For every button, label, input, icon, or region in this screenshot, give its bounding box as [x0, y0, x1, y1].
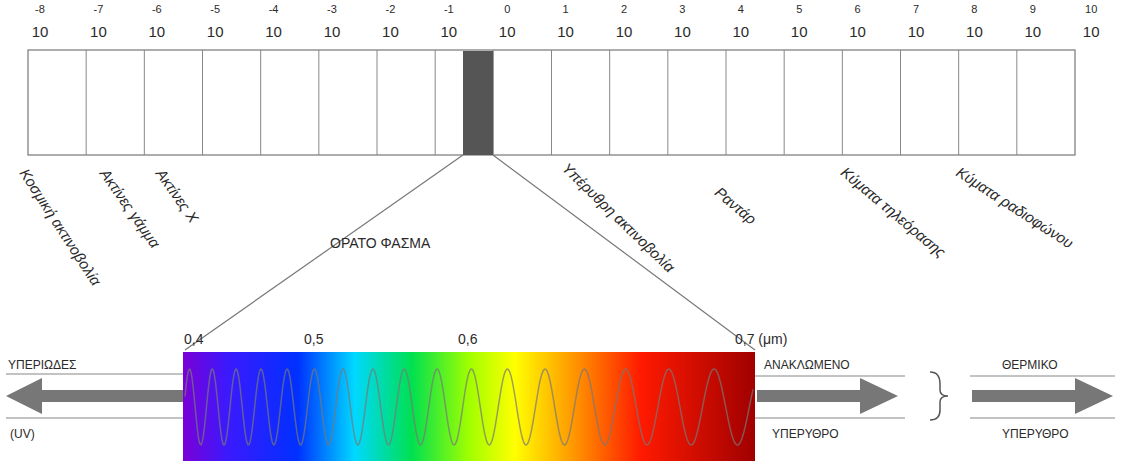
power-exponent: 6	[855, 4, 861, 15]
power-base: 10	[148, 24, 165, 39]
power-exponent: 3	[679, 4, 685, 15]
cell-divider	[551, 50, 552, 155]
power-base: 10	[732, 24, 749, 39]
uv-arrow	[6, 378, 183, 414]
cell-divider	[958, 50, 959, 155]
band-name: Κύματα τηλεόρασης	[838, 164, 948, 260]
power-exponent: -4	[269, 4, 279, 15]
wavelength-value: 0,4	[184, 332, 203, 346]
power-exponent: -3	[327, 4, 337, 15]
visible-band	[463, 51, 493, 155]
power-exponent: 1	[563, 4, 569, 15]
power-base: 10	[908, 24, 925, 39]
zoom-line	[493, 155, 755, 350]
power-exponent: -8	[35, 4, 45, 15]
scale-cells	[86, 50, 1017, 155]
cell-divider	[144, 50, 145, 155]
power-exponent: -2	[386, 4, 396, 15]
region-name: (UV)	[10, 428, 35, 440]
brace	[930, 372, 948, 420]
power-base: 10	[32, 24, 49, 39]
wavelength-value: 0,7 (μm)	[735, 332, 787, 346]
band-name: Κύματα ραδιοφώνου	[954, 164, 1076, 251]
region-name: ΥΠΕΡΥΘΡΟ	[772, 428, 839, 440]
cell-divider	[377, 50, 378, 155]
region-name: ΘΕΡΜΙΚΟ	[1002, 359, 1058, 371]
power-exponent: 0	[504, 4, 510, 15]
power-exponent: 4	[738, 4, 744, 15]
thermal-ir-arrow	[972, 378, 1113, 414]
region-name: ΥΠΕΡΙΩΔΕΣ	[8, 359, 76, 371]
wavelength-value: 0,6	[458, 332, 477, 346]
power-base: 10	[557, 24, 574, 39]
cell-divider	[202, 50, 203, 155]
cell-divider	[726, 50, 727, 155]
wavelength-value: 0,5	[304, 332, 323, 346]
power-base: 10	[849, 24, 866, 39]
power-base: 10	[265, 24, 282, 39]
power-base: 10	[966, 24, 983, 39]
power-exponent: -6	[152, 4, 162, 15]
cell-divider	[842, 50, 843, 155]
visible-title: ΟΡΑΤΟ ΦΑΣΜΑ	[330, 236, 430, 250]
visible-spectrum	[183, 352, 755, 461]
wave-line	[185, 369, 753, 445]
band-name: Ακτίνες γάμμα	[98, 166, 163, 251]
zoom-line	[185, 155, 463, 350]
band-lines	[6, 374, 1115, 418]
cell-divider	[900, 50, 901, 155]
power-exponent: 5	[796, 4, 802, 15]
cell-divider	[260, 50, 261, 155]
power-base: 10	[207, 24, 224, 39]
power-base: 10	[674, 24, 691, 39]
power-exponent: 9	[1030, 4, 1036, 15]
power-base: 10	[499, 24, 516, 39]
cell-divider	[609, 50, 610, 155]
cell-divider	[1016, 50, 1017, 155]
power-base: 10	[440, 24, 457, 39]
power-exponent: 7	[913, 4, 919, 15]
power-base: 10	[90, 24, 107, 39]
cell-divider	[784, 50, 785, 155]
power-base: 10	[382, 24, 399, 39]
cell-divider	[86, 50, 87, 155]
power-exponent: 2	[621, 4, 627, 15]
power-base: 10	[616, 24, 633, 39]
power-base: 10	[791, 24, 808, 39]
power-exponent: 8	[971, 4, 977, 15]
band-name: Ραντάρ	[712, 184, 759, 227]
scale-bar	[28, 50, 1075, 155]
power-exponent: -1	[444, 4, 454, 15]
power-base: 10	[324, 24, 341, 39]
power-exponent: -5	[210, 4, 220, 15]
band-name: Ακτίνες Χ	[154, 166, 202, 225]
power-base: 10	[1024, 24, 1041, 39]
power-exponent: -7	[94, 4, 104, 15]
reflected-ir-arrow	[757, 378, 898, 414]
region-name: ΑΝΑΚΛΩΜΕΝΟ	[764, 359, 850, 371]
cell-divider	[667, 50, 668, 155]
power-exponent: 10	[1085, 4, 1097, 15]
band-name: Κοσμική ακτινοβολία	[17, 166, 104, 288]
region-name: ΥΠΕΡΥΘΡΟ	[1002, 428, 1069, 440]
cell-divider	[318, 50, 319, 155]
cell-divider	[435, 50, 436, 155]
power-base: 10	[1083, 24, 1100, 39]
